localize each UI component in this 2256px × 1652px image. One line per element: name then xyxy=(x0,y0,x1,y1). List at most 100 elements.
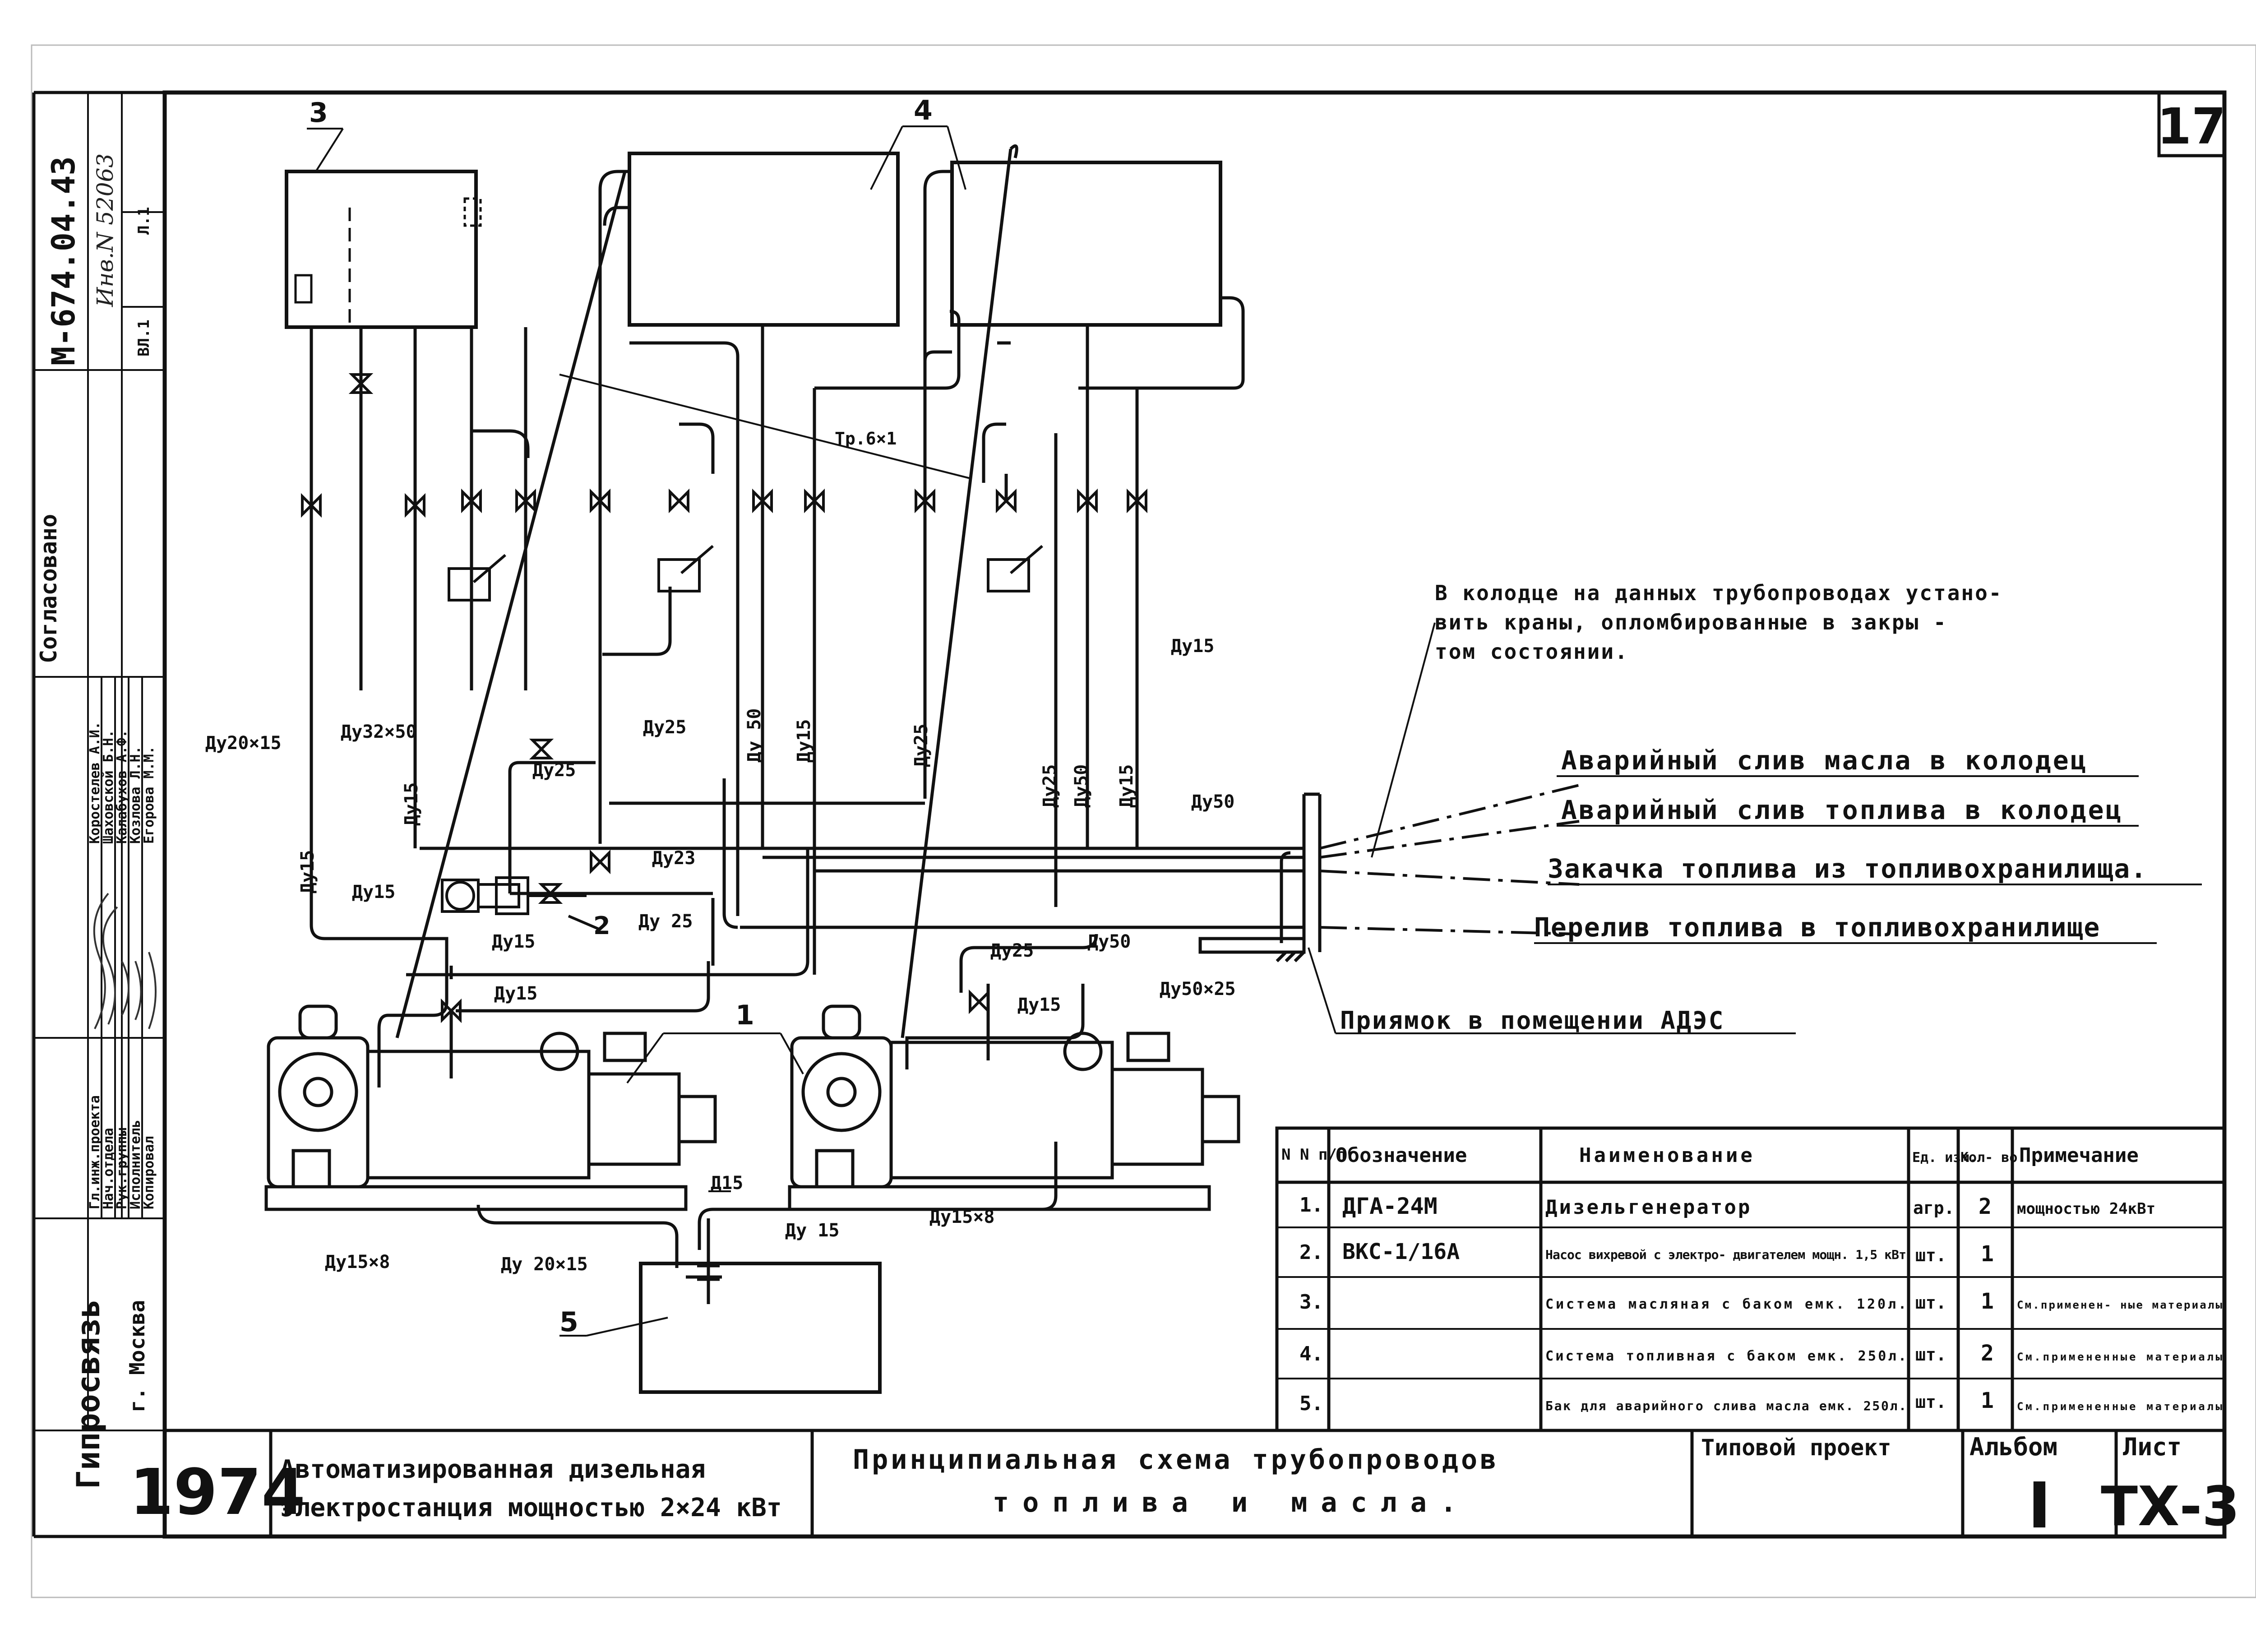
stamp-role-5: Копировал xyxy=(141,1136,157,1209)
r2-unit: шт. xyxy=(1915,1245,1946,1265)
label-du50-a: Ду50 xyxy=(1191,791,1234,812)
label-du20x15: Ду20×15 xyxy=(205,733,282,754)
oil-tank-3: 3 xyxy=(285,97,482,329)
r4-name: Система топливная с баком емк. 250л. xyxy=(1545,1348,1906,1364)
label-d15: Д15 xyxy=(711,1173,743,1194)
stamp-name-2: Шаховской Б.Н. xyxy=(101,730,116,844)
label-du15-a: Ду15 xyxy=(1171,636,1214,657)
note-line-3: том состоянии. xyxy=(1435,639,1629,664)
label-du50x25: Ду50×25 xyxy=(1160,979,1236,1000)
left-stamp: М-674.04.43 Инв.N 52063 Л.1 ВЛ.1 Согласо… xyxy=(34,93,165,1489)
r5-qty: 1 xyxy=(1981,1388,1994,1413)
th-name: Наименование xyxy=(1579,1144,1755,1167)
callout-1: 1 xyxy=(735,1000,754,1031)
line-oil-drain: Аварийный слив масла в колодец xyxy=(1561,745,2088,776)
label-du50-v2: Ду50 xyxy=(1071,764,1092,808)
diesel-generator-1 xyxy=(264,1004,717,1211)
signature-marks xyxy=(93,893,157,1029)
r1-note: мощностью 24кВт xyxy=(2017,1200,2155,1218)
label-du20x15-b: Ду 20×15 xyxy=(501,1254,588,1275)
line-fuel-drain: Аварийный слив топлива в колодец xyxy=(1561,795,2123,825)
doc-code: М-674.04.43 xyxy=(45,156,82,366)
note-line-2: вить краны, опломбированные в закры - xyxy=(1435,610,1947,634)
pipe-labels: Тр.6×1 Ду20×15 Ду32×50 Ду15 Ду25 Ду25 Ду… xyxy=(205,429,1236,1275)
specification-table: N N п/п Обозначение Наименование Ед. изм… xyxy=(1275,1126,2226,1432)
r4-num: 4. xyxy=(1299,1342,1323,1365)
label-du50-v: Ду 50 xyxy=(744,708,765,763)
inv-number: Инв.N 52063 xyxy=(92,153,118,307)
r1-name: Дизельгенератор xyxy=(1545,1196,1752,1219)
label-tr6x1: Тр.6×1 xyxy=(835,429,897,449)
label-du15x8-a: Ду15×8 xyxy=(325,1252,390,1273)
diesel-generator-2 xyxy=(788,1004,1240,1211)
r2-name: Насос вихревой с электро- двигателем мощ… xyxy=(1545,1247,1906,1262)
r5-name: Бак для аварийного слива масла емк. 250л… xyxy=(1545,1398,1906,1413)
label-du25-b: Ду25 xyxy=(532,760,576,781)
stamp-role-3: Рук.группы xyxy=(114,1128,130,1209)
r5-note: См.примененные материалы xyxy=(2017,1400,2223,1413)
agreed-label: Согласовано xyxy=(36,514,62,663)
label-du15x8-b: Ду15×8 xyxy=(929,1207,995,1227)
label-du15-c: Ду15 xyxy=(492,931,535,952)
label-du32x50: Ду32×50 xyxy=(341,722,417,742)
project-title-1: Автоматизированная дизельная xyxy=(280,1455,706,1484)
label-du15-b: Ду15 xyxy=(352,882,395,902)
line-fuel-overflow: Перелив топлива в топливохранилище xyxy=(1534,912,2100,943)
r2-qty: 1 xyxy=(1981,1241,1994,1267)
th-note: Примечание xyxy=(2019,1144,2139,1167)
stamp-name-4: Козлова Л.Н. xyxy=(128,746,143,844)
label-du25-a: Ду25 xyxy=(643,717,686,738)
r2-num: 2. xyxy=(1299,1241,1323,1264)
valves xyxy=(301,373,1147,1023)
r3-note: См.применен- ные материалы xyxy=(2017,1299,2223,1311)
pit-label: Приямок в помещении АДЭС xyxy=(1340,1006,1724,1035)
stamp-name-3: Калабухов А.Ф. xyxy=(114,730,130,844)
r4-qty: 2 xyxy=(1981,1341,1994,1366)
fuel-tank-4a xyxy=(628,152,900,327)
label-du25-v2: Ду25 xyxy=(1040,764,1060,808)
callout-3: 3 xyxy=(309,97,328,129)
vl-label: ВЛ.1 xyxy=(135,319,153,356)
note-line-1: В колодце на данных трубопроводах устано… xyxy=(1435,581,2002,605)
r4-unit: шт. xyxy=(1915,1345,1946,1365)
sheet-label: Лист xyxy=(2123,1433,2182,1461)
label-du25-d: Ду25 xyxy=(990,940,1034,961)
r3-qty: 1 xyxy=(1981,1289,1994,1314)
oil-filters xyxy=(448,545,1043,602)
label-du15-v1: Ду15 xyxy=(401,782,422,826)
album-label: Альбом xyxy=(1969,1433,2057,1461)
stamp-name-1: Коростелев А.И. xyxy=(87,722,103,844)
stamp-role-2: Нач.отдела xyxy=(101,1128,116,1209)
r1-num: 1. xyxy=(1299,1194,1323,1217)
r3-num: 3. xyxy=(1299,1291,1323,1314)
label-du50-b: Ду50 xyxy=(1087,931,1131,952)
r3-unit: шт. xyxy=(1915,1293,1946,1313)
callout-4: 4 xyxy=(914,95,933,126)
project-title-2: электростанция мощностью 2×24 кВт xyxy=(280,1493,782,1522)
year: 1974 xyxy=(129,1456,305,1529)
wall-pit xyxy=(1198,792,1322,963)
drawing-title-2: топлива и масла. xyxy=(993,1487,1470,1518)
th-designation: Обозначение xyxy=(1336,1144,1467,1167)
external-lines xyxy=(1308,622,2202,1034)
r5-unit: шт. xyxy=(1915,1392,1946,1412)
r1-des: ДГА-24М xyxy=(1342,1193,1438,1219)
label-du25-v: Ду25 xyxy=(911,724,932,767)
stamp-role-1: Гл.инж.проекта xyxy=(87,1095,103,1209)
th-num: N N п/п xyxy=(1281,1146,1346,1164)
callout-2: 2 xyxy=(593,912,610,940)
oil-drain-tank-5: 5 xyxy=(559,1262,882,1394)
label-du15-f: Ду 15 xyxy=(785,1220,839,1241)
label-du25-c: Ду 25 xyxy=(638,911,693,932)
label-du23: Ду23 xyxy=(652,848,695,869)
r5-num: 5. xyxy=(1299,1392,1323,1415)
label-du15-v2: Ду15 xyxy=(297,850,318,893)
label-du15-d: Ду15 xyxy=(494,983,537,1004)
pump-2: 2 xyxy=(441,876,610,940)
stamp-role-4: Исполнитель xyxy=(128,1120,143,1209)
inv-sheet: Л.1 xyxy=(135,207,153,235)
title-block: 1974 Автоматизированная дизельная электр… xyxy=(129,1429,2240,1543)
drawing-title-1: Принципиальная схема трубопроводов xyxy=(853,1444,1499,1476)
org-city: г. Москва xyxy=(125,1300,149,1412)
